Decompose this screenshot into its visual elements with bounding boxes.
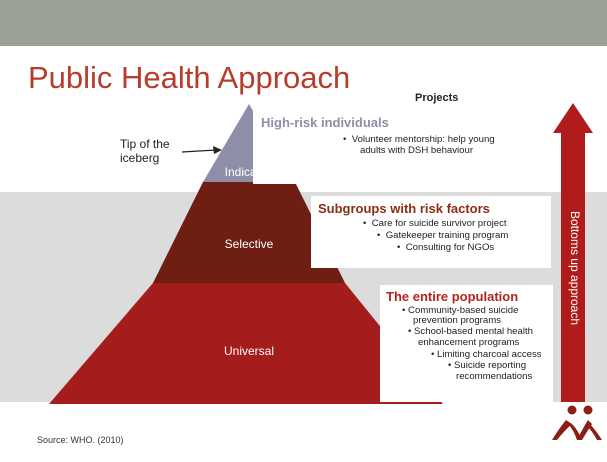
tier-universal-shape [49, 283, 443, 404]
bullet-item: • Volunteer mentorship: help young [343, 134, 495, 145]
bullet-item: • Suicide reporting [448, 360, 527, 371]
group-heading: Subgroups with risk factors [318, 201, 490, 216]
source-citation: Source: WHO. (2010) [37, 435, 124, 445]
group-entire-population: The entire population • Community-based … [380, 285, 553, 402]
bullet-item: • Care for suicide survivor project [363, 218, 507, 229]
bottoms-up-arrow-shaft [561, 132, 585, 402]
tier-label-universal: Universal [223, 344, 274, 358]
tip-pointer-line [181, 149, 217, 153]
bottoms-up-label: Bottoms up approach [568, 210, 582, 326]
tip-of-iceberg-label: Tip of the iceberg [120, 137, 170, 165]
bullet-item: • Gatekeeper training program [377, 230, 509, 241]
group-heading: High-risk individuals [261, 115, 389, 130]
bullet-item: enhancement programs [418, 337, 520, 348]
bullet-item: • Community-based suicide [402, 305, 519, 316]
top-bar [0, 0, 607, 46]
bullet-item: • Limiting charcoal access [431, 349, 542, 360]
tier-selective-shape [153, 182, 345, 283]
bullet-item: adults with DSH behaviour [360, 145, 474, 156]
group-subgroups: Subgroups with risk factors • Care for s… [311, 196, 551, 268]
bullet-item: recommendations [456, 371, 533, 382]
bottoms-up-arrow-head [553, 103, 593, 133]
group-high-risk: High-risk individuals • Volunteer mentor… [253, 108, 553, 184]
bullet-item: • School-based mental health [408, 326, 533, 337]
bullet-item: • Consulting for NGOs [397, 242, 495, 253]
group-heading: The entire population [386, 289, 519, 304]
slide-title: Public Health Approach [28, 60, 351, 95]
projects-heading: Projects [415, 92, 459, 104]
tip-pointer-head [213, 146, 222, 154]
tier-label-selective: Selective [224, 237, 274, 251]
logo-icon [552, 405, 602, 440]
bullet-item: prevention programs [413, 315, 501, 326]
